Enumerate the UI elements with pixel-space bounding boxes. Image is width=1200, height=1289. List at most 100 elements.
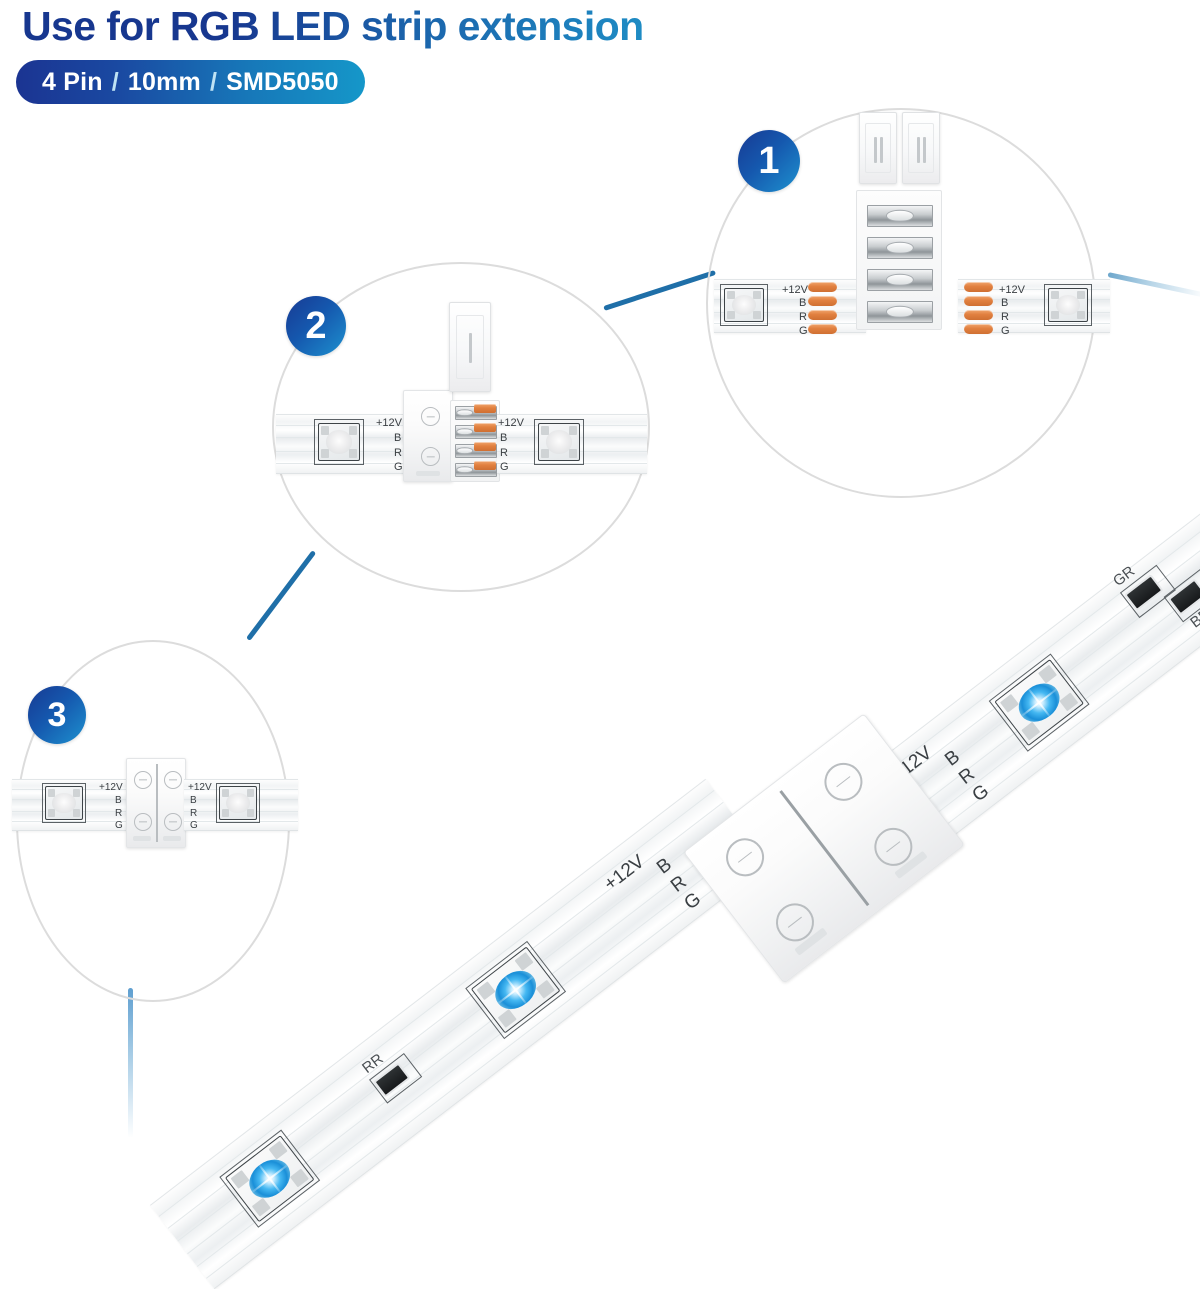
hero-resistor-silk-gr xyxy=(1119,564,1176,619)
hero-resistor-label-rr: RR xyxy=(359,1050,387,1077)
inserted-pad-2-2 xyxy=(474,442,496,451)
hero-led-3 xyxy=(994,659,1084,747)
link-line-1-to-hero xyxy=(1107,272,1200,298)
pad-label-2a-0: +12V xyxy=(376,417,402,429)
hero-pad-label-upper-0: +12V xyxy=(887,742,937,787)
hero-resistor-gr xyxy=(1126,576,1161,609)
pad-label-1a-2: R xyxy=(799,311,807,323)
spec-badge: 4 Pin / 10mm / SMD5050 xyxy=(16,60,365,104)
solder-pad-1a-3 xyxy=(808,324,837,334)
led-package-3b xyxy=(219,786,257,820)
contact-pin-1-3 xyxy=(867,301,933,323)
hero-pad-label-lower-2: R xyxy=(667,871,691,897)
hero-pad-label-upper-3: G xyxy=(968,780,994,807)
led-silk-outline-3a xyxy=(42,783,86,823)
callout-badge-3-number: 3 xyxy=(47,696,67,734)
callout-2-ring xyxy=(272,262,650,592)
pad-label-3a-3: G xyxy=(115,820,123,831)
led-package-2b xyxy=(538,423,580,461)
pad-label-2b-1: B xyxy=(500,432,508,444)
hero-led-2 xyxy=(470,946,561,1034)
contact-pin-1-1 xyxy=(867,237,933,259)
callout-badge-1[interactable]: 1 xyxy=(738,130,800,192)
callout-badge-2-number: 2 xyxy=(305,305,327,347)
callout-1-content: +12V B R G xyxy=(706,108,1110,498)
link-line-3-to-bottom xyxy=(128,988,133,1138)
contact-pin-1-2 xyxy=(867,269,933,291)
header: Use for RGB LED strip extension 4 Pin / … xyxy=(0,0,1200,120)
solder-pad-1a-2 xyxy=(808,310,837,320)
callout-2-content: +12V B R G xyxy=(272,262,650,592)
pad-label-1b-3: G xyxy=(1001,325,1010,337)
hero-pad-label-lower-0: +12V xyxy=(600,851,649,896)
hero-resistor-silk-rr xyxy=(369,1052,423,1104)
solder-pad-1a-0 xyxy=(808,282,837,292)
hero-pad-label-upper-1: B xyxy=(941,746,964,771)
spec-pin: 4 Pin xyxy=(42,67,103,96)
pad-label-2a-1: B xyxy=(394,432,402,444)
hero-pad-label-lower-1: B xyxy=(653,854,676,879)
connector-lid-right-1 xyxy=(902,112,940,184)
hero-resistor-label-gr: GR xyxy=(1109,562,1139,590)
pad-label-3a-1: B xyxy=(115,795,122,806)
connector-body-closed-3 xyxy=(126,758,186,848)
pad-label-1a-3: G xyxy=(799,325,808,337)
pad-label-3a-2: R xyxy=(115,808,123,819)
hero-led-silk-2 xyxy=(465,940,567,1040)
hero-led-1 xyxy=(224,1135,315,1223)
solder-pad-1b-1 xyxy=(964,296,993,306)
inserted-pad-2-3 xyxy=(474,461,496,470)
spec-width: 10mm xyxy=(127,67,201,96)
connector-pin-block-1 xyxy=(856,190,942,330)
pad-label-2b-2: R xyxy=(500,447,508,459)
connector-lid-open-2 xyxy=(449,302,491,392)
pad-label-2b-3: G xyxy=(500,461,509,473)
callout-badge-3[interactable]: 3 xyxy=(28,686,86,744)
hero-connector xyxy=(683,713,965,984)
pad-label-1b-0: +12V xyxy=(999,284,1025,296)
pad-label-3b-3: G xyxy=(190,820,198,831)
hero-resistor-rr xyxy=(375,1065,408,1095)
pad-label-2b-0: +12V xyxy=(498,417,524,429)
inserted-pad-2-1 xyxy=(474,423,496,432)
led-package-2a xyxy=(318,423,360,461)
led-silk-outline-1b xyxy=(1044,284,1092,326)
spec-chip: SMD5050 xyxy=(226,67,339,96)
contact-pin-1-0 xyxy=(867,205,933,227)
hero-pad-label-upper-2: R xyxy=(955,763,979,789)
pad-label-1a-1: B xyxy=(799,297,807,309)
hero-resistor-silk-br xyxy=(1163,569,1200,623)
pad-label-1a-0: +12V xyxy=(782,284,808,296)
pad-label-3a-0: +12V xyxy=(99,782,123,793)
led-package-3a xyxy=(45,786,83,820)
pad-label-3b-2: R xyxy=(190,808,198,819)
callout-badge-1-number: 1 xyxy=(758,140,780,182)
led-silk-outline-2a xyxy=(314,419,364,465)
connector-body-2 xyxy=(403,390,453,482)
led-package-1a xyxy=(724,288,764,322)
spec-separator-2: / xyxy=(209,67,218,96)
hero-resistor-br xyxy=(1170,581,1200,613)
infographic-canvas: Use for RGB LED strip extension 4 Pin / … xyxy=(0,0,1200,1192)
pad-label-3b-1: B xyxy=(190,795,197,806)
hero-resistor-label-br: BR xyxy=(1187,605,1200,632)
led-silk-outline-1a xyxy=(720,284,768,326)
pad-label-1b-1: B xyxy=(1001,297,1009,309)
led-package-1b xyxy=(1048,288,1088,322)
solder-pad-1b-0 xyxy=(964,282,993,292)
callout-badge-2[interactable]: 2 xyxy=(286,296,346,356)
pad-label-2a-2: R xyxy=(394,447,402,459)
hero-pad-label-lower-3: G xyxy=(680,888,705,915)
solder-pad-1b-3 xyxy=(964,324,993,334)
hero-strip-upper: +12V B R G GR BR xyxy=(875,476,1200,848)
led-silk-outline-2b xyxy=(534,419,584,465)
inserted-pad-2-0 xyxy=(474,404,496,413)
solder-pad-1a-1 xyxy=(808,296,837,306)
connector-lid-left-1 xyxy=(859,112,897,184)
page-title: Use for RGB LED strip extension xyxy=(22,3,644,49)
pad-label-2a-3: G xyxy=(394,461,403,473)
hero-led-silk-3 xyxy=(988,653,1090,752)
pad-label-1b-2: R xyxy=(1001,311,1009,323)
hero-led-silk-1 xyxy=(219,1129,321,1228)
spec-separator-1: / xyxy=(111,67,119,96)
